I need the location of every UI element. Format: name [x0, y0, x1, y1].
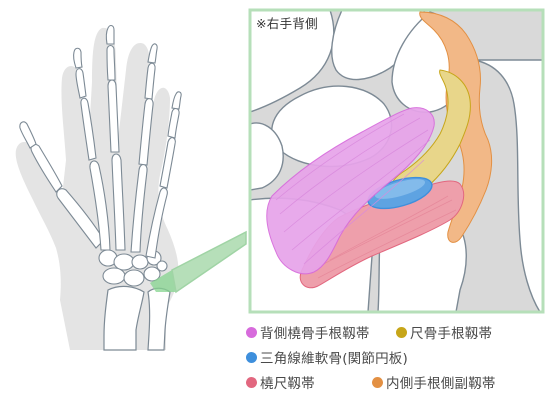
thumb-bones — [19, 121, 105, 249]
carpal-bones — [98, 249, 168, 287]
legend-item-tfcc: 三角線維軟骨(関節円板) — [246, 347, 408, 367]
legend-dot-icon — [246, 326, 257, 338]
legend-label: 背側橈骨手根靱帯 — [260, 326, 370, 342]
legend-label: 尺骨手根靱帯 — [410, 326, 493, 342]
ulna-bone — [147, 287, 171, 351]
legend-label: 三角線維軟骨(関節円板) — [260, 351, 408, 367]
callout-pointer — [171, 230, 247, 294]
middle-finger-bones — [105, 25, 126, 251]
legend-item-radioulnar: 橈尺靱帯 — [246, 372, 315, 392]
ligament-dorsal-radiocarpal-fibers — [275, 113, 431, 265]
little-finger-bones — [145, 91, 182, 259]
ring-finger-bones — [130, 43, 158, 253]
ligament-radioulnar-fibers — [311, 195, 457, 279]
detail-frame — [248, 8, 545, 314]
legend-dot-icon — [396, 326, 407, 338]
legend-item-ulnocarpal: 尺骨手根靱帯 — [396, 322, 492, 342]
legend-label: 橈尺靱帯 — [260, 376, 315, 392]
index-finger-bones — [73, 47, 111, 251]
radius-bone — [103, 285, 145, 351]
detail-panel — [248, 8, 545, 314]
legend: 背側橈骨手根靱帯 尺骨手根靱帯 三角線維軟骨(関節円板) 橈尺靱帯 内側手根側副… — [246, 322, 546, 398]
highlight-region — [150, 270, 176, 292]
legend-dot-icon — [372, 376, 383, 388]
legend-label: 内側手根側副靱帯 — [386, 376, 496, 392]
ligament-dorsal-radiocarpal — [266, 107, 435, 275]
legend-dot-icon — [246, 376, 257, 388]
legend-dot-icon — [246, 351, 257, 363]
dorsal-view-note: ※右手背側 — [256, 16, 318, 31]
legend-item-dorsal-radiocarpal: 背側橈骨手根靱帯 — [246, 322, 370, 342]
hand-skeleton-figure — [15, 25, 182, 351]
legend-item-ulnar-collateral: 内側手根側副靱帯 — [372, 372, 496, 392]
